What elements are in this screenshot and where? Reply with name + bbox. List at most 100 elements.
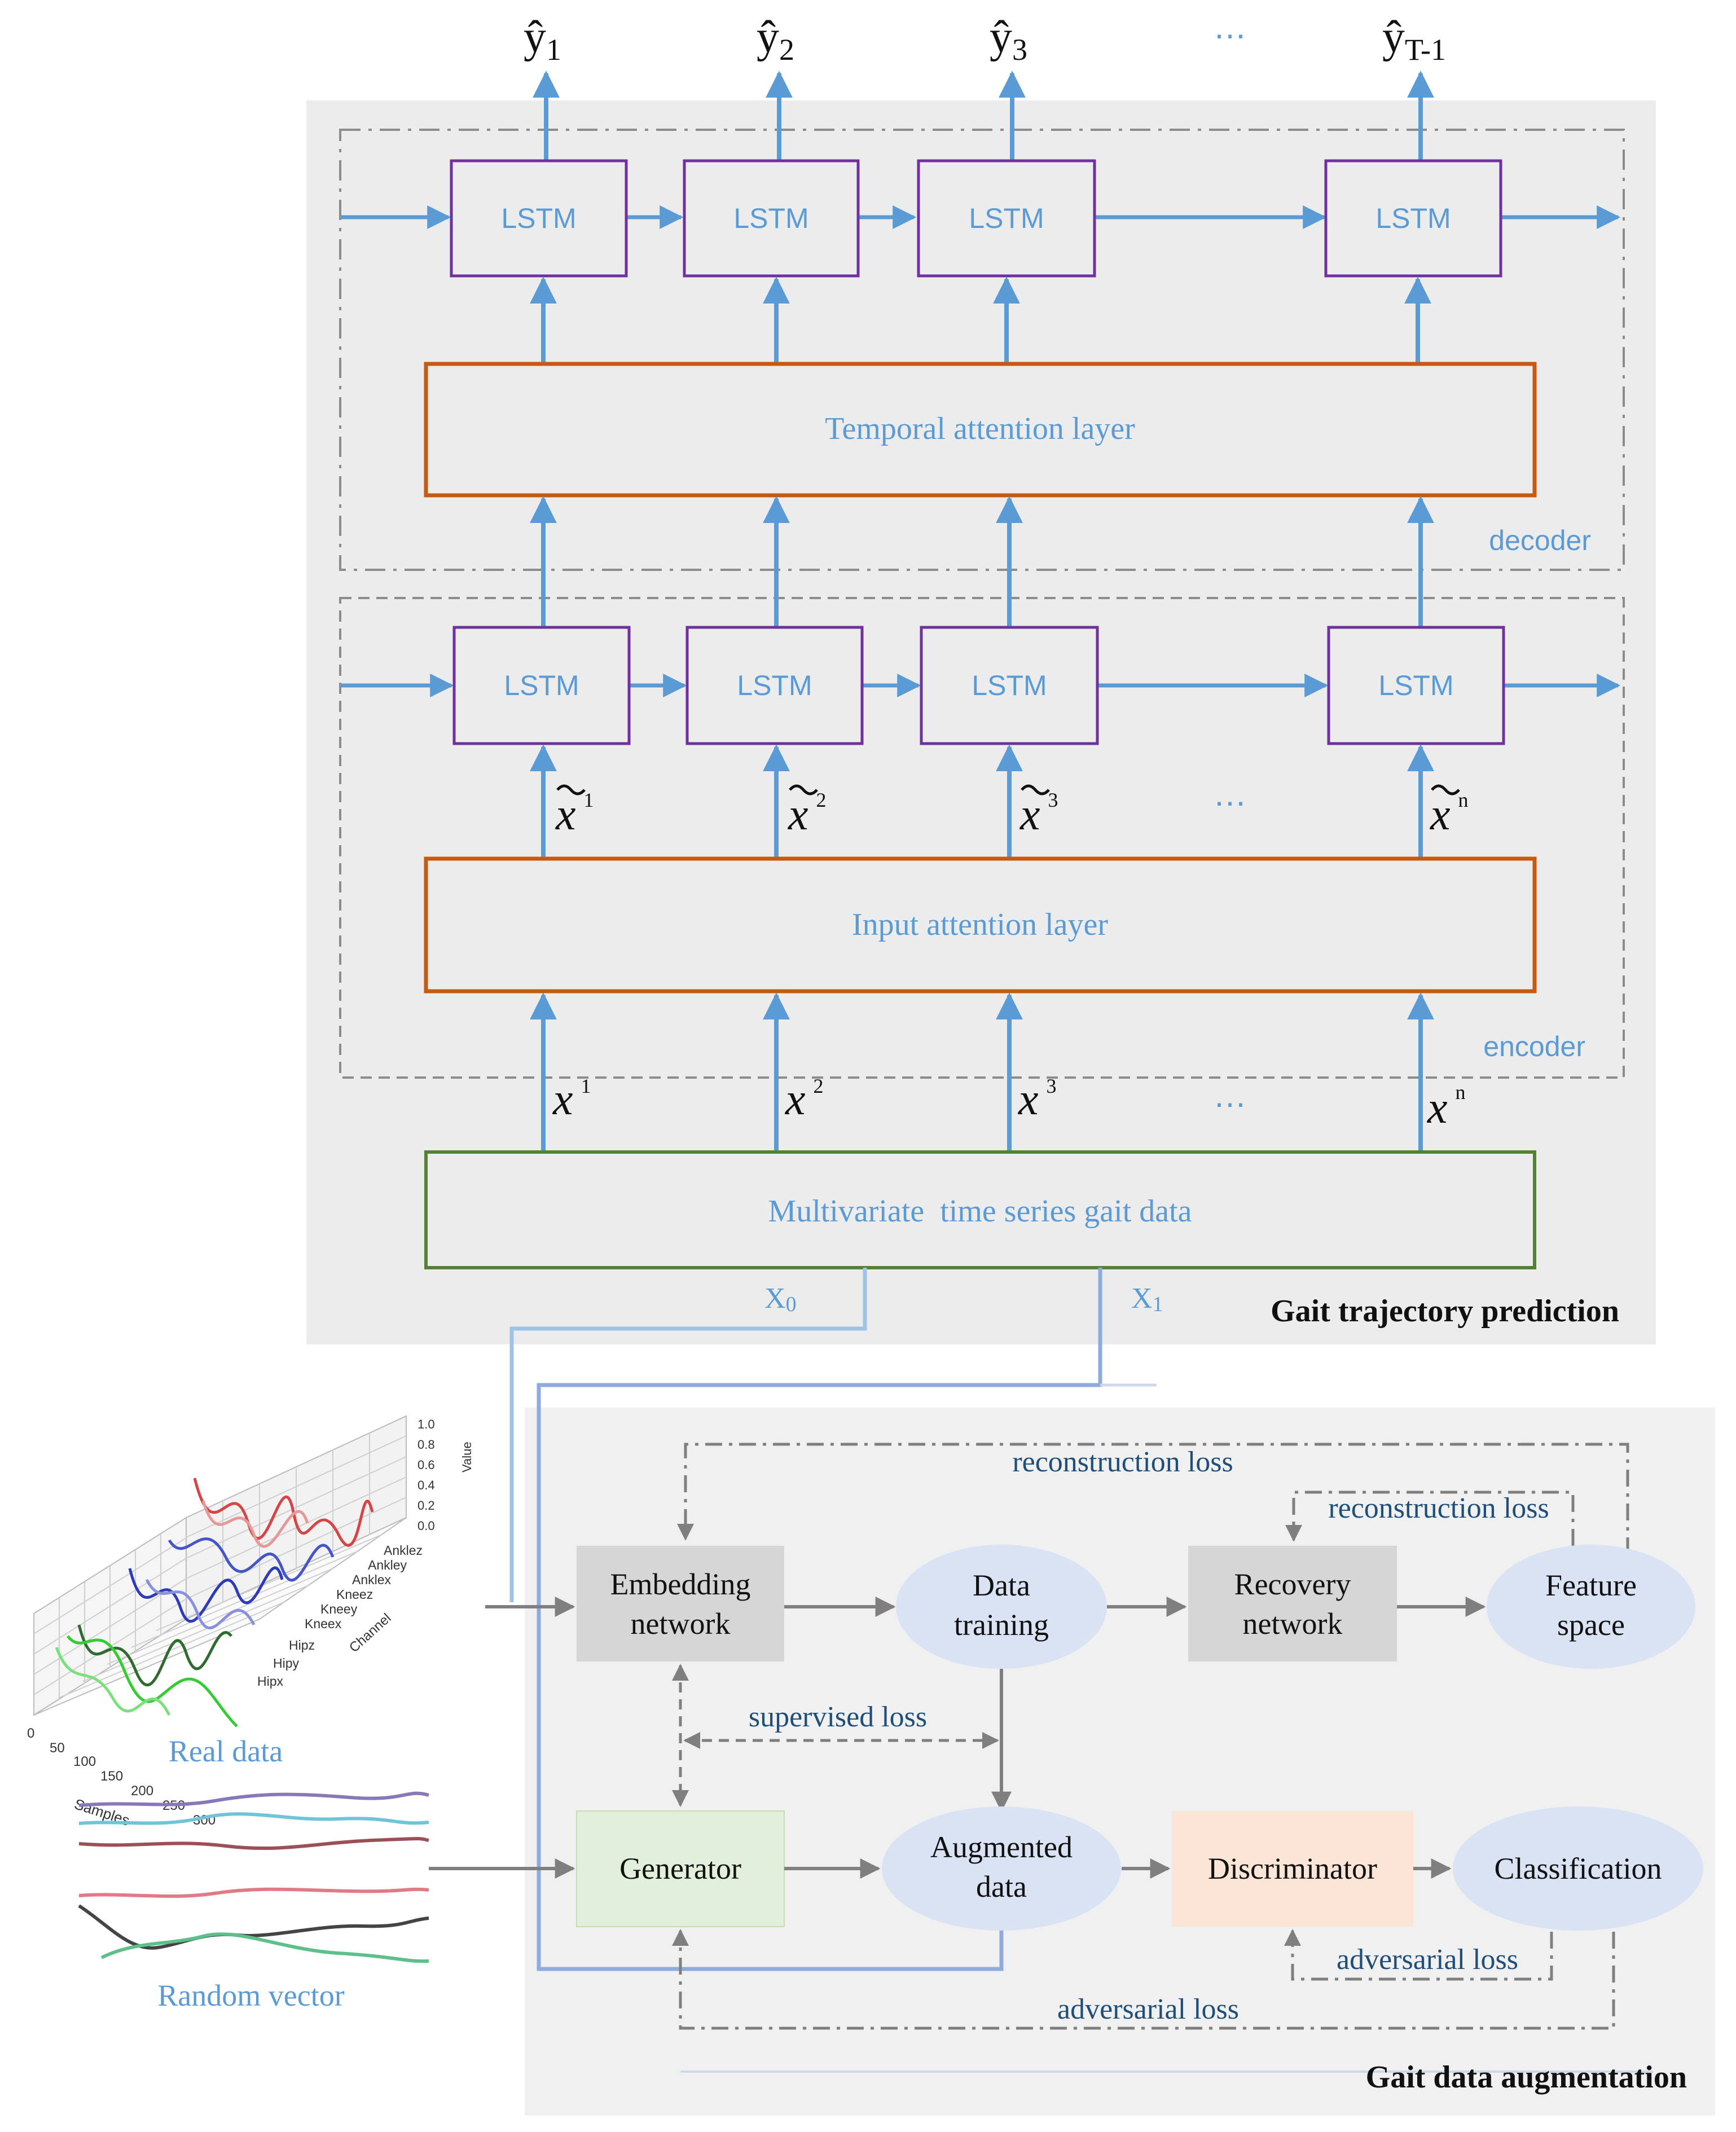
augmentation-top-arrows: [485, 1597, 1486, 1812]
svg-text:0.6: 0.6: [417, 1458, 435, 1472]
decoder-lstm-4: LSTM: [1375, 203, 1451, 234]
adversarial-loss-outer-path: [672, 1929, 1615, 2030]
svg-text:Ankley: Ankley: [368, 1558, 407, 1572]
svg-text:100: 100: [73, 1754, 96, 1769]
svg-text:Hipz: Hipz: [289, 1638, 315, 1652]
reconstruction-loss-inner: reconstruction loss: [1328, 1492, 1549, 1524]
decoder-label: decoder: [1489, 525, 1591, 556]
adversarial-loss-outer: adversarial loss: [1057, 1993, 1239, 2025]
svg-text:150: 150: [100, 1769, 123, 1784]
x1-label: X1: [1131, 1282, 1163, 1316]
svg-text:0.8: 0.8: [417, 1438, 435, 1452]
output-labels: ŷ1 ŷ2 ŷ3 ŷT-1: [524, 12, 1446, 67]
encoder-lstm-2: LSTM: [737, 670, 812, 701]
decoder-lstm-3: LSTM: [969, 203, 1044, 234]
discriminator-box: [1172, 1811, 1413, 1927]
plot-channel-label: Channel: [346, 1611, 394, 1656]
prediction-panel: [306, 100, 1656, 1344]
augmented-data-label: Augmented: [930, 1830, 1073, 1864]
attn-to-decoder-arrows: [530, 276, 1431, 364]
adversarial-loss-inner: adversarial loss: [1337, 1944, 1518, 1976]
svg-text:0.2: 0.2: [417, 1498, 435, 1513]
embedding-network-box: [577, 1546, 784, 1661]
feature-space-label-2: space: [1557, 1608, 1625, 1642]
generator-box: [576, 1810, 785, 1927]
svg-text:200: 200: [131, 1783, 153, 1799]
data-training-ellipse: [896, 1545, 1107, 1669]
encoder-region: [339, 597, 1625, 1079]
svg-text:Kneex: Kneex: [305, 1616, 342, 1631]
output-y1: ŷ1: [524, 12, 561, 67]
output-yT: ŷT-1: [1382, 12, 1446, 67]
svg-text:Anklex: Anklex: [352, 1572, 392, 1587]
x1-connector: [537, 1268, 1102, 1971]
supervised-loss-label: supervised loss: [749, 1701, 927, 1733]
temporal-attention-label: Temporal attention layer: [825, 411, 1135, 446]
encoder-label: encoder: [1483, 1031, 1585, 1062]
augmented-data-ellipse: [882, 1806, 1121, 1931]
output-ellipsis: …: [1213, 8, 1247, 46]
gait-augmentation-title: Gait data augmentation: [1366, 2060, 1687, 2095]
multivariate-label: Multivariate time series gait data: [768, 1194, 1192, 1229]
plot-z-label: Value: [460, 1441, 474, 1472]
input-attention-label: Input attention layer: [852, 907, 1108, 942]
reconstruction-loss-outer: reconstruction loss: [1012, 1446, 1233, 1478]
data-training-label: Data: [973, 1568, 1030, 1602]
data-to-attn-arrows: [530, 992, 1434, 1151]
classification-label: Classification: [1495, 1852, 1662, 1885]
encoder-lstm-4: LSTM: [1378, 670, 1453, 701]
decoder-lstm-2: LSTM: [733, 203, 808, 234]
decoder-lstm-boxes: [450, 159, 1502, 278]
multivariate-data-box: [424, 1150, 1536, 1269]
decoder-lstm-1: LSTM: [501, 203, 576, 234]
feature-space-label: Feature: [1545, 1568, 1637, 1602]
supervised-loss-paths: [672, 1664, 999, 1807]
encoder-to-attn-arrows: [530, 496, 1434, 627]
tilde-marks: [556, 784, 1460, 795]
real-data-3d-plot: 1.0 0.8 0.6 0.4 0.2 0.0 Value 0 50 100 1…: [27, 1415, 474, 1829]
embedding-network-label: Embedding: [610, 1567, 751, 1601]
random-vector-lines: [78, 1791, 429, 1963]
adversarial-loss-inner-path: [1284, 1929, 1553, 1981]
svg-text:0.4: 0.4: [417, 1478, 435, 1492]
svg-text:Anklez: Anklez: [384, 1543, 423, 1558]
gait-prediction-title: Gait trajectory prediction: [1271, 1294, 1619, 1329]
reconstruction-loss-outer-path: [677, 1443, 1629, 1554]
feature-space-ellipse: [1487, 1545, 1695, 1669]
classification-ellipse: [1453, 1806, 1703, 1931]
augmented-data-label-2: data: [976, 1870, 1027, 1904]
svg-text:Hipy: Hipy: [273, 1656, 300, 1671]
recovery-network-label-2: network: [1243, 1607, 1343, 1641]
embedding-network-label-2: network: [631, 1607, 731, 1641]
svg-text:0: 0: [27, 1726, 34, 1741]
x0-label: X0: [764, 1282, 797, 1316]
data-training-label-2: training: [954, 1608, 1049, 1642]
discriminator-label: Discriminator: [1208, 1852, 1377, 1885]
reconstruction-loss-inner-path: [1285, 1491, 1575, 1546]
x-tilde-ellipsis: …: [1213, 775, 1247, 813]
svg-text:50: 50: [50, 1740, 65, 1756]
decoder-region: [339, 129, 1625, 571]
input-attention-layer: [424, 856, 1537, 994]
recovery-network-label: Recovery: [1234, 1567, 1351, 1601]
output-y3: ŷ3: [990, 12, 1027, 67]
recovery-network-box: [1188, 1546, 1397, 1661]
svg-text:0.0: 0.0: [417, 1519, 435, 1533]
augmentation-panel: [525, 1408, 1715, 2116]
output-y2: ŷ2: [757, 12, 794, 67]
temporal-attention-layer: [424, 362, 1537, 498]
svg-text:Hipx: Hipx: [257, 1674, 284, 1689]
attn-to-encoder-arrows: [530, 744, 1434, 859]
generator-label: Generator: [619, 1852, 741, 1885]
svg-text:Kneey: Kneey: [320, 1602, 358, 1616]
svg-text:1.0: 1.0: [417, 1417, 435, 1431]
x-ellipsis: …: [1213, 1076, 1247, 1114]
